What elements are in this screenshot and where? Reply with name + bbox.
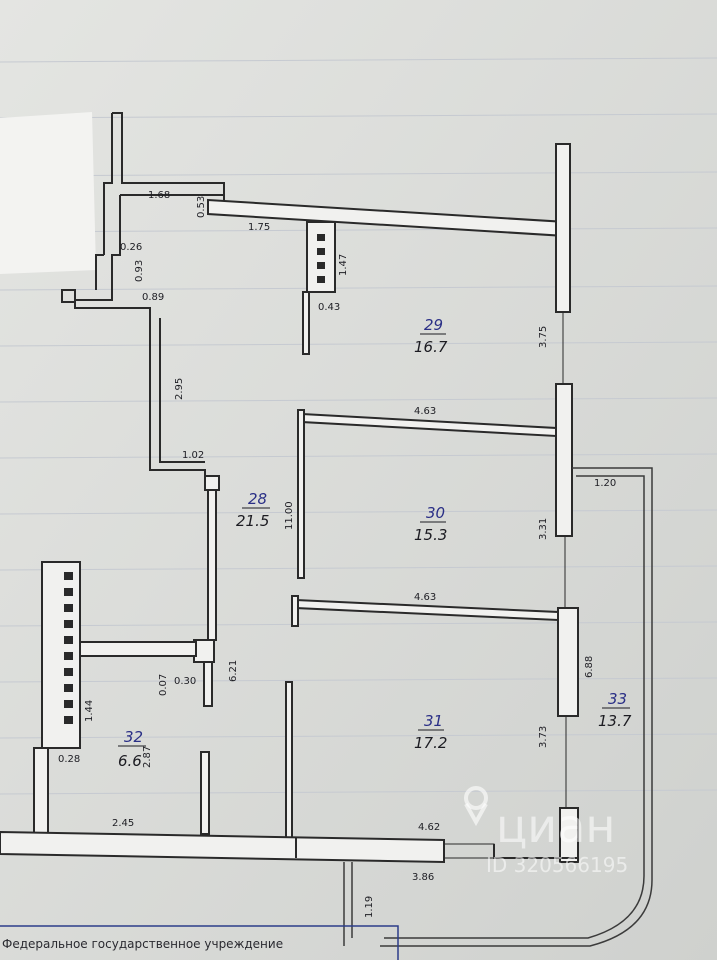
- wall-corridor-partition: [285, 291, 310, 839]
- wall-entry-left: [103, 113, 113, 255]
- wall-bottom: [0, 830, 445, 864]
- vent-shaft-cells: [317, 234, 325, 283]
- dim-label: 4.63: [414, 406, 436, 417]
- dim-label: 4.63: [414, 592, 436, 603]
- room-28-label: 28 21.5: [236, 490, 270, 530]
- wall-corridor-inner: [159, 318, 205, 463]
- room-number: 28: [248, 490, 267, 508]
- dim-label: 1.19: [364, 896, 375, 918]
- room-area: 13.7: [598, 712, 632, 730]
- dim-label: 0.30: [174, 676, 196, 687]
- room-number: 30: [426, 504, 445, 522]
- wall-hall-left: [193, 475, 220, 835]
- wall-corridor-left: [61, 195, 212, 483]
- dim-label: 1.75: [248, 222, 270, 233]
- wall-right-middle: [555, 383, 573, 537]
- room-33-label: 33 13.7: [598, 690, 632, 730]
- loggia-outer: [380, 467, 653, 947]
- paper-rules: [0, 57, 717, 795]
- room-area: 17.2: [414, 734, 447, 752]
- footer-text: Федеральное государственное учреждение: [2, 937, 283, 951]
- dim-label: 11.00: [284, 501, 295, 530]
- wall-right-upper: [555, 143, 571, 313]
- dim-label: 3.86: [412, 872, 434, 883]
- wall-bottom-right: [493, 844, 579, 859]
- dim-label: 3.31: [538, 518, 549, 540]
- dim-label: 3.73: [538, 726, 549, 748]
- room-area: 16.7: [414, 338, 448, 356]
- room-32-label: 32 6.6: [118, 728, 146, 770]
- watermark-id: ID 320566195: [486, 853, 628, 877]
- dim-label: 1.44: [84, 700, 95, 722]
- dim-label: 0.28: [58, 754, 80, 765]
- bath-shaft: [41, 561, 81, 749]
- dim-label: 0.26: [120, 242, 142, 253]
- dim-label: 2.95: [174, 378, 185, 400]
- dim-label: 0.43: [318, 302, 340, 313]
- dim-label: 1.68: [148, 190, 170, 201]
- footer-stamp-frame: [0, 925, 399, 960]
- bath-shaft-cells: [64, 572, 73, 724]
- bath-wall-top: [79, 641, 197, 657]
- room-number: 29: [424, 316, 443, 334]
- room-31-label: 31 17.2: [414, 712, 447, 752]
- room-area: 21.5: [236, 512, 269, 530]
- loggia-inner: [384, 475, 645, 939]
- dim-label: 0.07: [158, 674, 169, 696]
- dim-label: 0.89: [142, 292, 164, 303]
- dim-label: 0.93: [134, 260, 145, 282]
- paper-scrap: [0, 112, 96, 274]
- dim-label: 6.88: [584, 656, 595, 678]
- room-number: 32: [124, 728, 143, 746]
- dim-label: 6.21: [228, 660, 239, 682]
- wall-top-corridor: [112, 112, 225, 202]
- room-29-label: 29 16.7: [414, 316, 448, 356]
- dim-label: 1.20: [594, 478, 616, 489]
- watermark: циан ID 320566195: [464, 786, 628, 877]
- room-area: 6.6: [118, 752, 142, 770]
- dim-label: 1.02: [182, 450, 204, 461]
- bath-wall-left: [33, 747, 49, 837]
- dim-label: 4.62: [418, 822, 440, 833]
- dim-label: 2.45: [112, 818, 134, 829]
- room-number: 31: [424, 712, 443, 730]
- dim-label: 2.87: [142, 746, 153, 768]
- wall-niche: [95, 254, 104, 290]
- dim-label: 0.53: [196, 196, 207, 218]
- room-30-label: 30 15.3: [414, 504, 447, 544]
- room-area: 15.3: [414, 526, 447, 544]
- watermark-pin-icon: [464, 786, 488, 827]
- room-number: 33: [608, 690, 627, 708]
- wall-right-corner: [559, 807, 579, 863]
- watermark-brand: циан: [496, 799, 615, 853]
- dim-label: 3.75: [538, 326, 549, 348]
- dim-label: 1.47: [338, 254, 349, 276]
- wall-right-lower: [557, 607, 579, 717]
